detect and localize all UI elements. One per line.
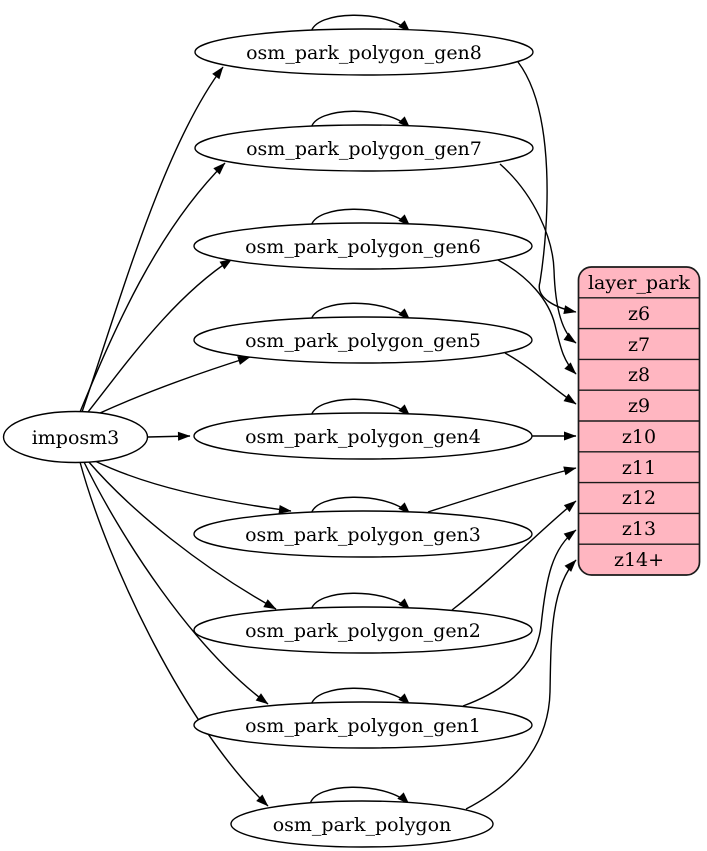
table-row-z11: z11 xyxy=(622,457,656,479)
edge-imposm3-to-osm-park-polygon-gen1 xyxy=(83,461,269,705)
imposm3-ellipse xyxy=(2,410,149,464)
edge-osm-park-polygon-gen7-to-z7 xyxy=(499,163,577,344)
gen6-ellipse xyxy=(193,222,533,270)
table-row-z13: z13 xyxy=(622,518,656,540)
node-osm-park-polygon-gen8: osm_park_polygon_gen8 xyxy=(194,28,534,76)
edge-osm-park-polygon-gen8-to-z6 xyxy=(517,61,577,315)
self-loop-osm-park-polygon-gen7 xyxy=(310,110,411,130)
table-row-z12: z12 xyxy=(622,487,656,509)
gen5-label: osm_park_polygon_gen5 xyxy=(245,330,481,352)
table-row-z9: z9 xyxy=(628,395,650,417)
self-loop-osm-park-polygon-gen8 xyxy=(310,14,411,34)
table-row-z8: z8 xyxy=(628,364,650,386)
node-imposm3: imposm3 xyxy=(2,410,149,464)
node-osm-park-polygon-gen4: osm_park_polygon_gen4 xyxy=(193,412,533,460)
node-osm-park-polygon-gen2: osm_park_polygon_gen2 xyxy=(193,606,533,654)
gen8-label: osm_park_polygon_gen8 xyxy=(246,42,482,64)
node-osm-park-polygon-gen6: osm_park_polygon_gen6 xyxy=(193,222,533,270)
gen8-ellipse xyxy=(194,28,534,76)
gen3-ellipse xyxy=(193,510,533,558)
self-loop-edges xyxy=(309,14,411,806)
polygon-label: osm_park_polygon xyxy=(273,814,452,836)
self-loop-osm-park-polygon-gen3 xyxy=(310,496,411,516)
table-row-z14: z14+ xyxy=(614,549,664,571)
node-osm-park-polygon-gen3: osm_park_polygon_gen3 xyxy=(193,510,533,558)
edge-osm-park-polygon-gen3-to-z11 xyxy=(427,466,577,513)
self-loop-osm-park-polygon-gen5 xyxy=(310,302,411,322)
edge-osm-park-polygon-gen1-to-z13 xyxy=(462,529,577,707)
polygon-ellipse xyxy=(230,800,494,848)
edge-imposm3-to-osm-park-polygon-gen5 xyxy=(99,356,251,414)
self-loop-osm-park-polygon-gen1 xyxy=(310,687,411,707)
edge-imposm3-to-osm-park-polygon-gen4 xyxy=(147,431,191,441)
edge-imposm3-to-osm-park-polygon-gen8 xyxy=(81,66,224,413)
gen2-ellipse xyxy=(193,606,533,654)
edge-imposm3-to-osm-park-polygon-gen3 xyxy=(94,460,292,514)
gen4-ellipse xyxy=(193,412,533,460)
gen5-ellipse xyxy=(193,316,533,364)
edges-to-layer-table xyxy=(427,61,577,810)
imposm3-label: imposm3 xyxy=(32,427,120,449)
layer-park-title: layer_park xyxy=(588,272,691,294)
self-loop-osm-park-polygon-gen6 xyxy=(310,208,411,228)
edge-imposm3-to-osm-park-polygon-gen7 xyxy=(79,162,226,413)
gen6-label: osm_park_polygon_gen6 xyxy=(245,236,481,258)
table-row-z7: z7 xyxy=(628,334,650,356)
table-row-z6: z6 xyxy=(628,303,650,325)
gen4-label: osm_park_polygon_gen4 xyxy=(245,426,481,448)
gen1-label: osm_park_polygon_gen1 xyxy=(245,715,481,737)
edge-osm-park-polygon-gen5-to-z9 xyxy=(504,352,577,405)
edge-osm-park-polygon-gen2-to-z12 xyxy=(451,500,577,611)
node-osm-park-polygon: osm_park_polygon xyxy=(230,800,494,848)
node-osm-park-polygon-gen1: osm_park_polygon_gen1 xyxy=(193,701,533,749)
gen1-ellipse xyxy=(193,701,533,749)
gen2-label: osm_park_polygon_gen2 xyxy=(245,620,481,642)
self-loop-osm-park-polygon-gen4 xyxy=(310,398,411,418)
table-layer-park: layer_park z6 z7 z8 z9 z10 z11 z12 z13 z… xyxy=(577,266,701,576)
self-loop-osm-park-polygon xyxy=(309,786,410,806)
edge-imposm3-to-osm-park-polygon xyxy=(79,461,269,807)
edge-osm-park-polygon-to-z14 xyxy=(465,559,577,810)
edges-from-source xyxy=(79,66,292,807)
node-osm-park-polygon-gen5: osm_park_polygon_gen5 xyxy=(193,316,533,364)
edge-osm-park-polygon-gen6-to-z8 xyxy=(497,259,577,375)
gen7-label: osm_park_polygon_gen7 xyxy=(246,138,482,160)
gen3-label: osm_park_polygon_gen3 xyxy=(245,524,481,546)
edge-imposm3-to-osm-park-polygon-gen6 xyxy=(87,258,233,413)
table-row-z10: z10 xyxy=(622,426,656,448)
gen7-ellipse xyxy=(194,124,534,172)
edge-imposm3-to-osm-park-polygon-gen2 xyxy=(87,460,277,610)
self-loop-osm-park-polygon-gen2 xyxy=(310,592,411,612)
node-osm-park-polygon-gen7: osm_park_polygon_gen7 xyxy=(194,124,534,172)
